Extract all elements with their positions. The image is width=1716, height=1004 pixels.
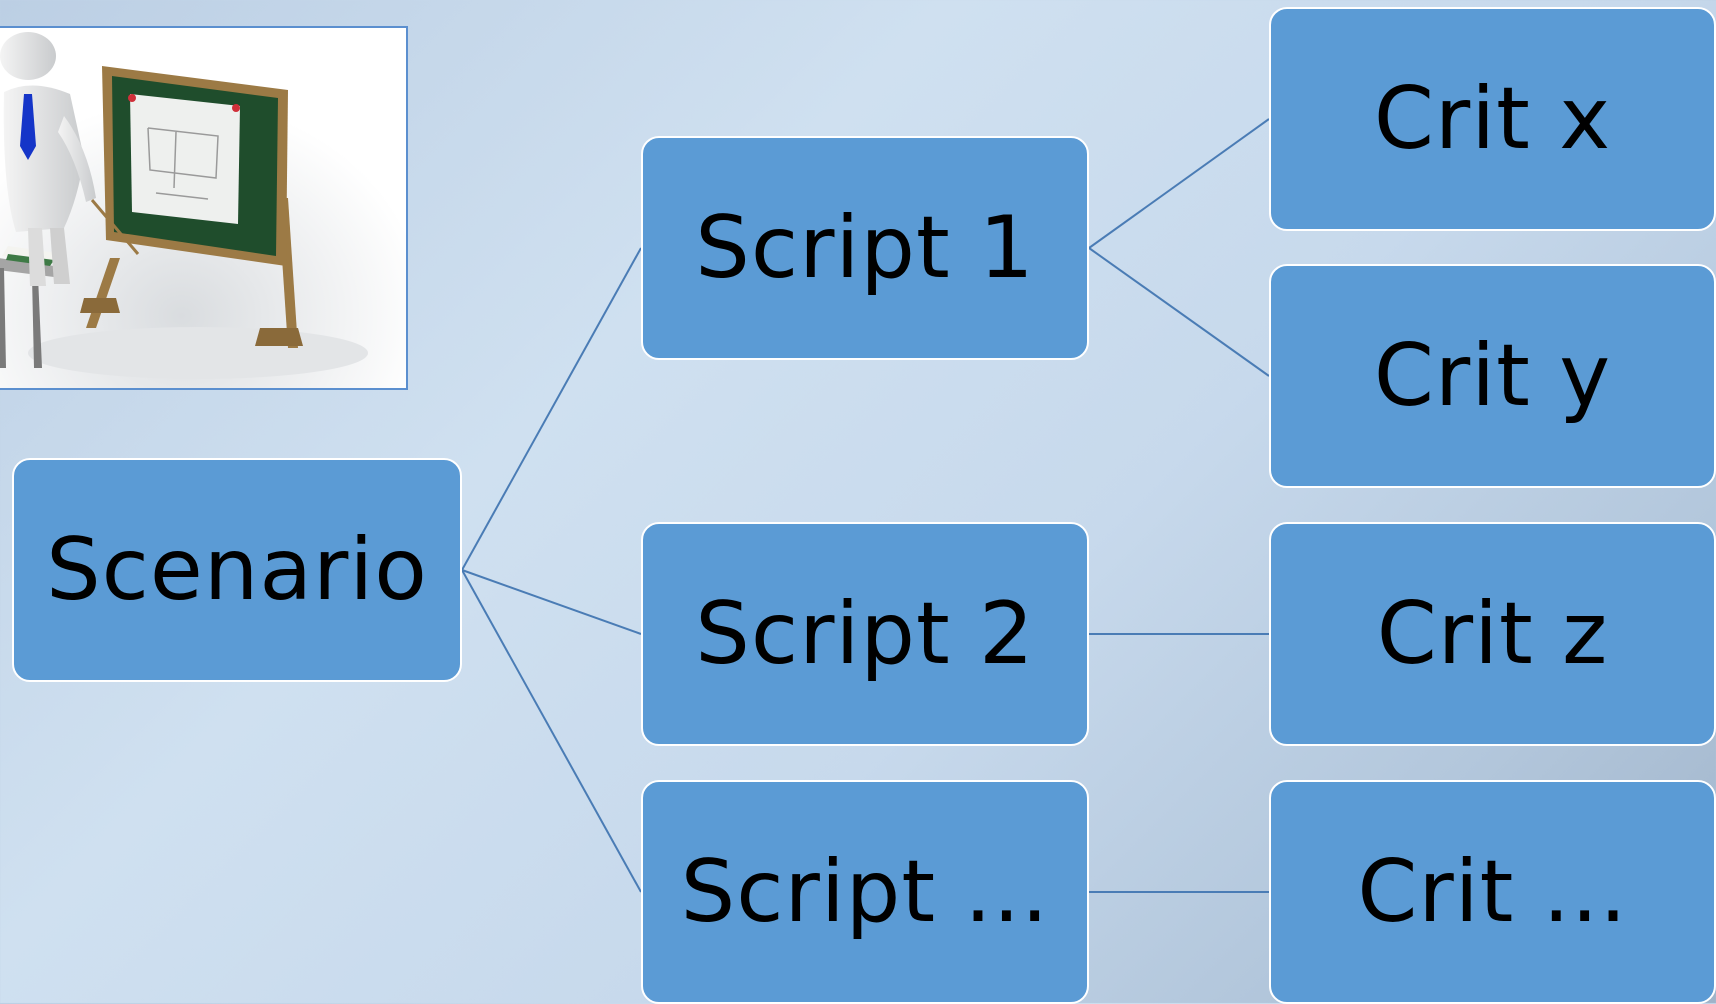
crit-label: Crit ... <box>1357 842 1628 942</box>
tie <box>20 94 36 160</box>
script-node-more: Script ... <box>641 780 1089 1004</box>
crit-node-more: Crit ... <box>1269 780 1716 1004</box>
teacher-at-chalkboard-image <box>0 28 406 388</box>
script-label: Script ... <box>680 842 1050 942</box>
connector-scenario-script-more <box>461 569 642 893</box>
crit-label: Crit y <box>1373 326 1612 426</box>
scenario-label: Scenario <box>46 520 428 620</box>
connector-script-1-crit-y <box>1088 247 1270 377</box>
script-node-2: Script 2 <box>641 522 1089 746</box>
script-label: Script 2 <box>695 584 1035 684</box>
crit-node-z: Crit z <box>1269 522 1716 746</box>
crit-node-y: Crit y <box>1269 264 1716 488</box>
crit-node-x: Crit x <box>1269 7 1716 231</box>
crit-label: Crit z <box>1376 584 1609 684</box>
script-node-1: Script 1 <box>641 136 1089 360</box>
teacher-illustration <box>0 26 408 390</box>
script-label: Script 1 <box>695 198 1035 298</box>
connector-script-1-crit-x <box>1088 118 1270 249</box>
scenario-node: Scenario <box>12 458 462 682</box>
connector-scenario-script-2 <box>461 569 642 635</box>
connector-scenario-script-1 <box>461 247 642 571</box>
crit-label: Crit x <box>1373 69 1612 169</box>
